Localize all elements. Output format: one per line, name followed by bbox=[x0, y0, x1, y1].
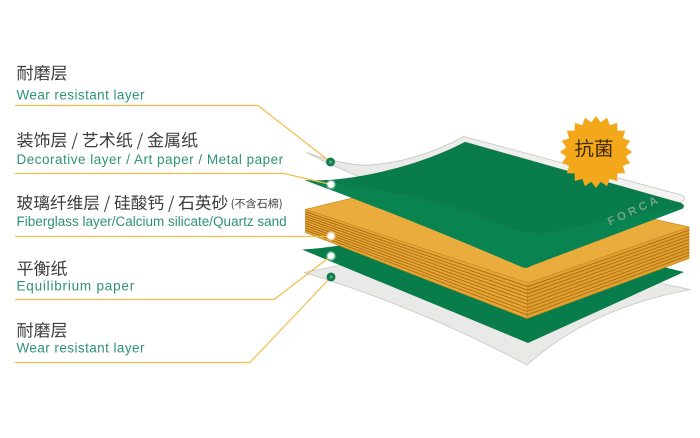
svg-text:Wear resistant layer: Wear resistant layer bbox=[17, 87, 145, 102]
svg-text:Decorative layer / Art paper /: Decorative layer / Art paper / Metal pap… bbox=[17, 152, 284, 167]
svg-text:Fiberglass layer/Calcium silic: Fiberglass layer/Calcium silicate/Quartz… bbox=[17, 214, 287, 229]
svg-text:Wear resistant layer: Wear resistant layer bbox=[17, 340, 145, 355]
svg-text:Equilibrium paper: Equilibrium paper bbox=[17, 279, 135, 294]
